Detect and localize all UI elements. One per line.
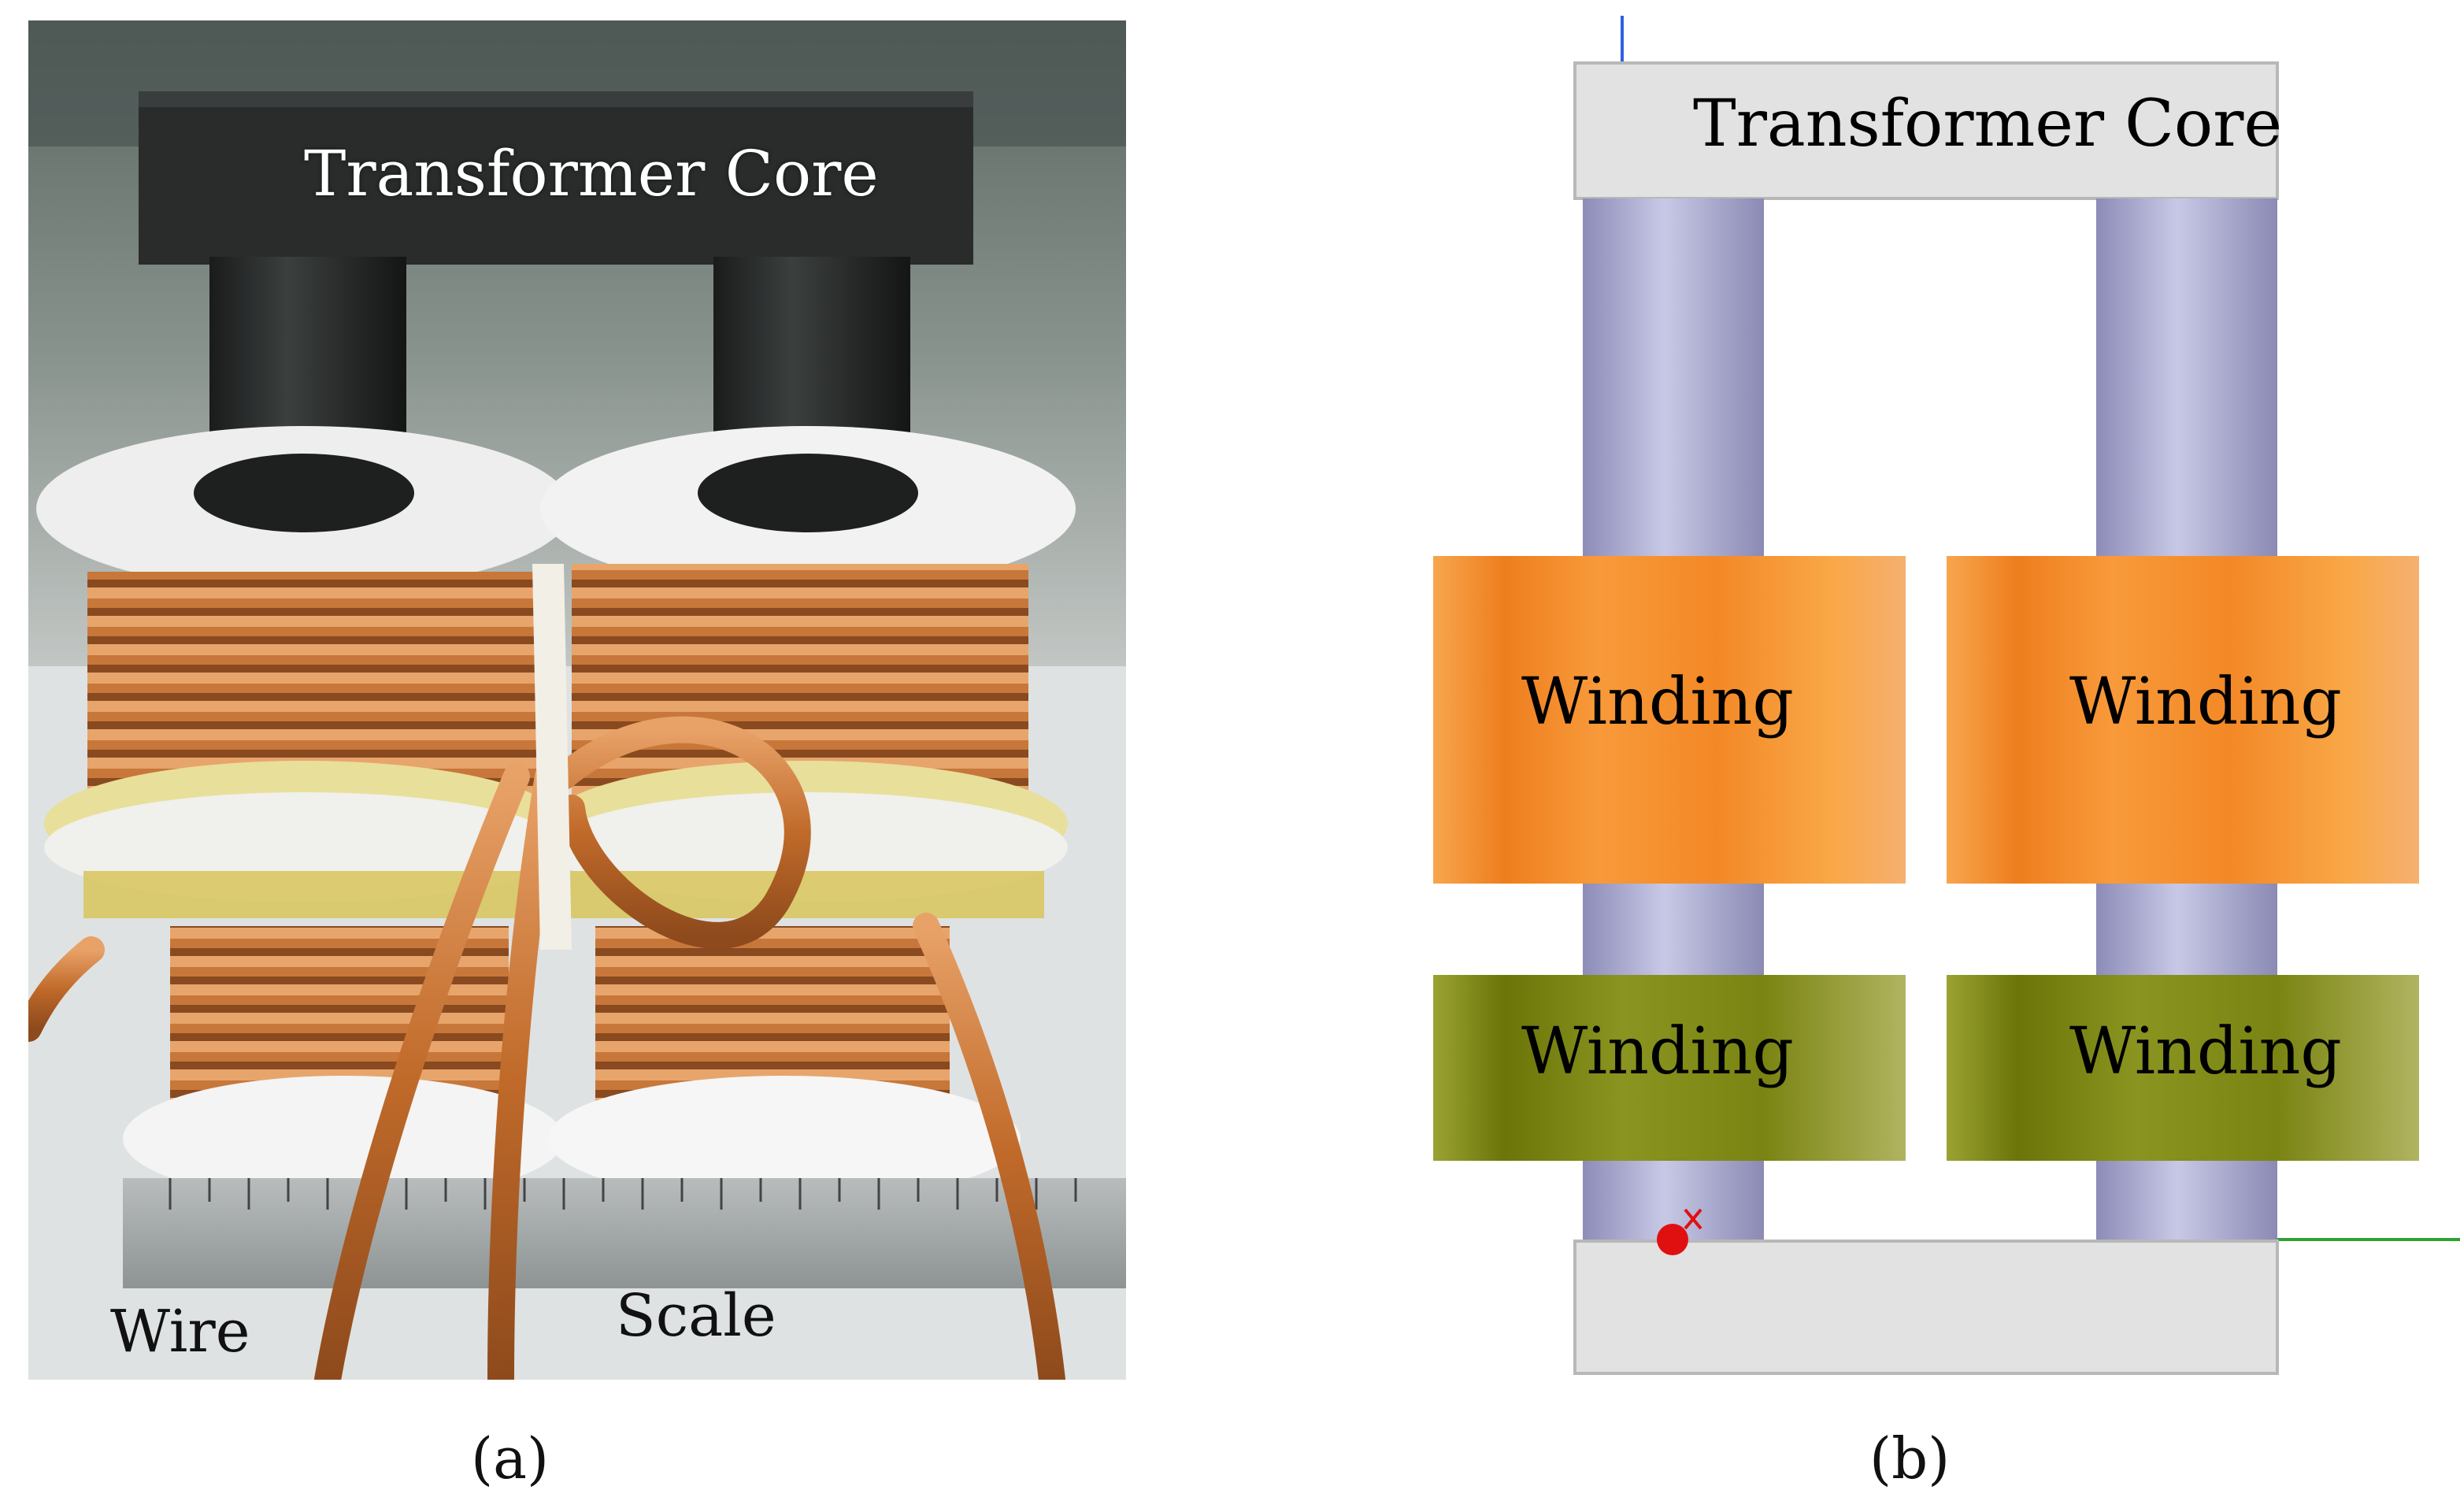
model-top-yoke xyxy=(1573,61,2279,200)
bobbin-flange-bottom-left xyxy=(123,1076,564,1202)
photo-wire-label: Wire xyxy=(110,1298,250,1366)
transformer-model xyxy=(1433,16,2460,1375)
winding-label-lower-right: Winding xyxy=(2069,1014,2342,1089)
axis-x-marker-icon xyxy=(1684,1208,1702,1230)
winding-lower-right xyxy=(1947,975,2419,1161)
winding-label-upper-left: Winding xyxy=(1521,665,1794,739)
model-panel: Transformer Core Winding Winding Winding… xyxy=(1417,16,2460,1386)
model-core-label: Transformer Core xyxy=(1693,87,2282,161)
photo-scale-label: Scale xyxy=(616,1282,776,1350)
transformer-photo xyxy=(28,20,1126,1380)
winding-label-upper-right: Winding xyxy=(2069,665,2342,739)
origin-marker xyxy=(1657,1224,1688,1255)
copper-wires xyxy=(28,716,1065,1380)
cable-tie xyxy=(532,564,572,950)
photo-core-label: Transformer Core xyxy=(304,137,879,210)
ruler-ticks xyxy=(169,1178,1077,1210)
winding-upper-left xyxy=(1433,556,1906,884)
photo-panel: Transformer Core Wire Scale xyxy=(28,20,1126,1380)
winding-label-lower-left: Winding xyxy=(1521,1014,1794,1089)
caption-b: (b) xyxy=(1869,1425,1951,1492)
winding-lower-left xyxy=(1433,975,1906,1161)
model-bottom-yoke xyxy=(1573,1240,2279,1375)
caption-a: (a) xyxy=(471,1425,550,1492)
bobbin-flange-bottom-right xyxy=(548,1076,1021,1202)
ruler-scale xyxy=(123,1178,1126,1288)
core-yoke xyxy=(139,91,973,265)
winding-upper-right xyxy=(1947,556,2419,884)
